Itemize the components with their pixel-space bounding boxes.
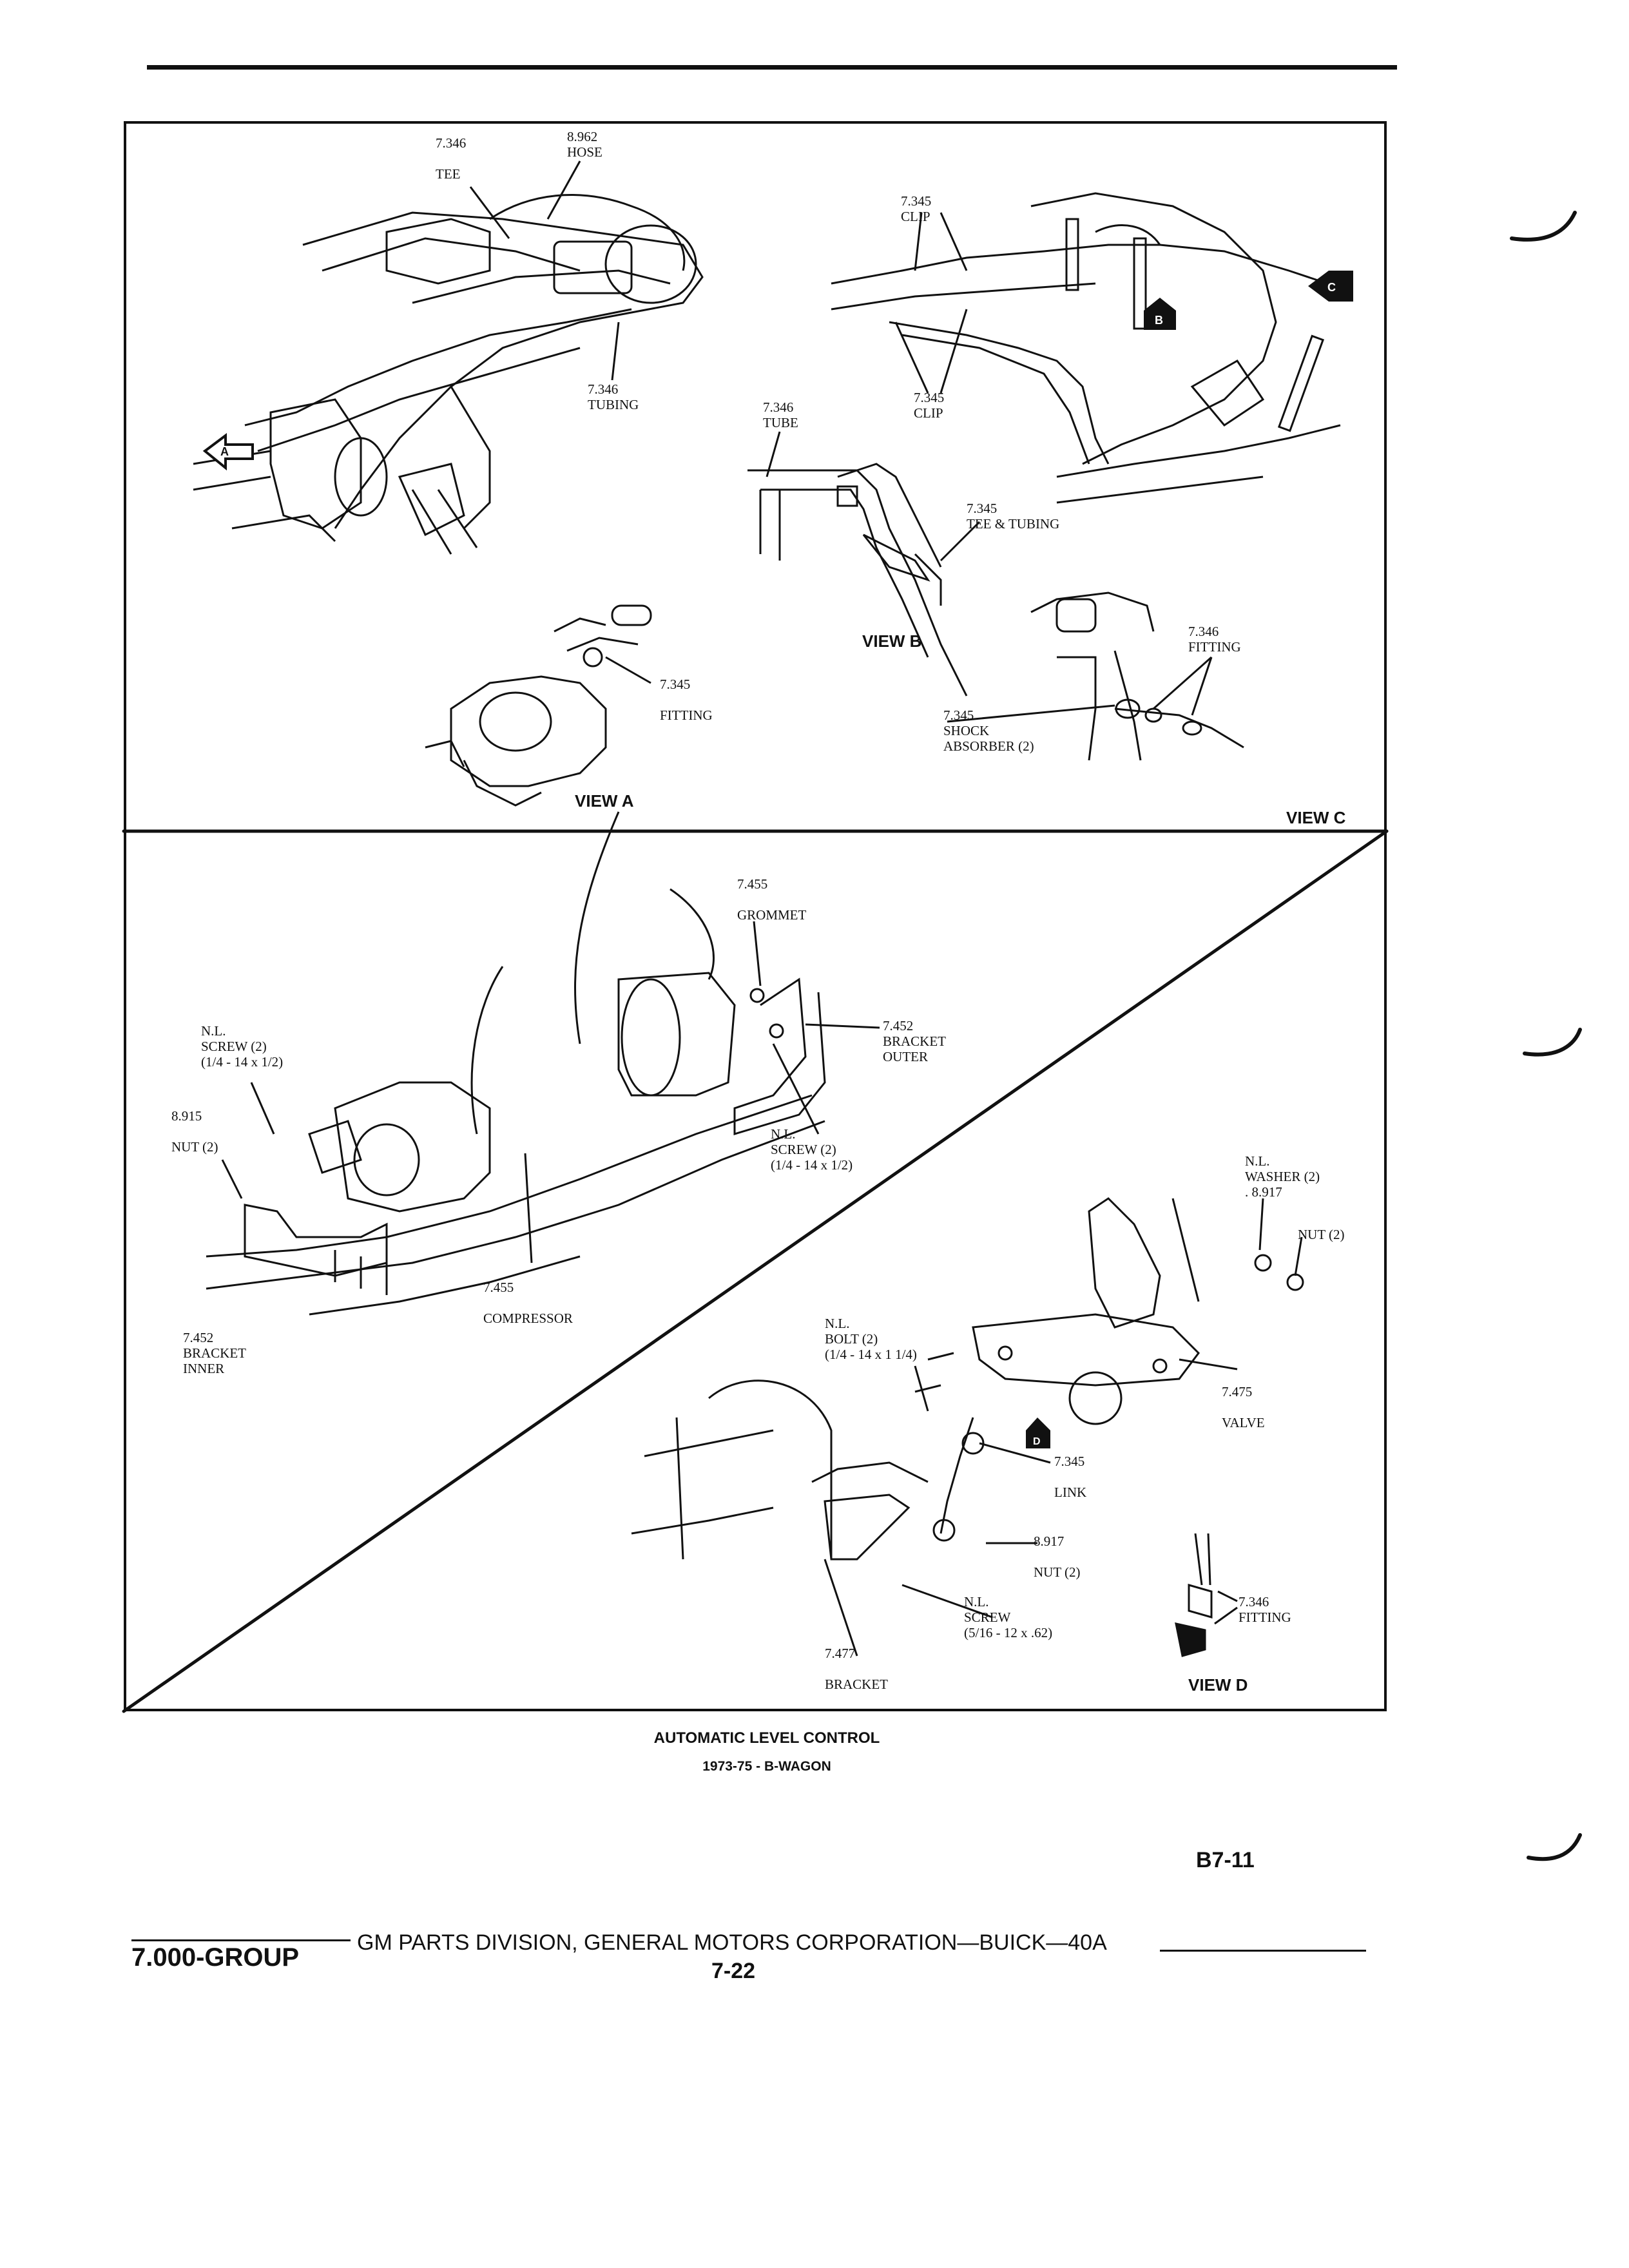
- svg-text:B: B: [1155, 314, 1163, 327]
- diagonal-divider: [122, 829, 1389, 1713]
- page-code: B7-11: [1196, 1848, 1255, 1872]
- callout-screw-d: N.L. SCREW (5/16 - 12 x .62): [964, 1594, 1053, 1640]
- svg-text:D: D: [1033, 1436, 1041, 1447]
- callout-clip-top: 7.345 CLIP: [901, 193, 932, 224]
- svg-text:C: C: [1327, 281, 1336, 294]
- footer-rule-right: [1160, 1950, 1366, 1952]
- height-valve-assembly: [631, 1197, 1304, 1561]
- figure-frame: [124, 121, 1387, 1711]
- footer-group: 7.000-GROUP: [131, 1943, 300, 1972]
- page-curl-marks: [1510, 211, 1582, 1861]
- svg-text:A: A: [220, 445, 229, 458]
- view-c-label: VIEW C: [1286, 808, 1346, 827]
- callout-washer: N.L. WASHER (2) . 8.917: [1245, 1153, 1320, 1200]
- callout-clip-mid: 7.345 CLIP: [914, 390, 945, 421]
- callout-shock-absorber: 7.345 SHOCK ABSORBER (2): [943, 707, 1034, 754]
- top-rule: [147, 65, 1397, 70]
- view-a-label: VIEW A: [575, 791, 634, 811]
- view-c-fitting: [1030, 591, 1244, 761]
- view-a-compressor: [425, 604, 652, 807]
- callout-grommet: 7.455 GROMMET: [737, 876, 807, 923]
- footer-page-number: 7-22: [711, 1959, 756, 1983]
- callout-bolt: N.L. BOLT (2) (1/4 - 14 x 1 1/4): [825, 1316, 917, 1362]
- callout-valve: 7.475 VALVE: [1222, 1384, 1265, 1430]
- callout-fitting-a: 7.345 FITTING: [660, 677, 713, 723]
- callout-bracket-d: 7.477 BRACKET: [825, 1646, 889, 1692]
- flag-c-icon: C: [1308, 271, 1353, 302]
- callout-nut-d: 8.917 NUT (2): [1034, 1533, 1081, 1580]
- callout-link: 7.345 LINK: [1054, 1454, 1087, 1500]
- callout-tee: 7.346 TEE: [436, 135, 467, 182]
- callout-nut-left: 8.915 NUT (2): [171, 1108, 218, 1155]
- view-d-label: VIEW D: [1188, 1675, 1248, 1695]
- figure-caption-subtitle: 1973-75 - B-WAGON: [702, 1759, 831, 1774]
- view-d-fitting: [1175, 1533, 1213, 1657]
- callout-screw-left: N.L. SCREW (2) (1/4 - 14 x 1/2): [201, 1023, 284, 1070]
- callout-compressor: 7.455 COMPRESSOR: [483, 1280, 573, 1326]
- callout-tee-tubing: 7.345 TEE & TUBING: [967, 501, 1060, 532]
- callout-hose: 8.962 HOSE: [567, 129, 602, 160]
- flag-b-icon: B: [1144, 298, 1176, 330]
- callout-bracket-outer: 7.452 BRACKET OUTER: [883, 1018, 947, 1064]
- leader-lines: [221, 160, 1303, 1657]
- figure-caption-title: AUTOMATIC LEVEL CONTROL: [653, 1729, 880, 1747]
- footer-division: GM PARTS DIVISION, GENERAL MOTORS CORPOR…: [357, 1930, 1107, 1955]
- rear-axle-assembly: [831, 192, 1341, 504]
- left-arrow-icon: A: [202, 433, 254, 471]
- view-b-tubes: [747, 463, 968, 697]
- tee-hose-assembly: [193, 194, 704, 555]
- callout-nut-right: NUT (2): [1298, 1227, 1345, 1242]
- compressor-assembly: [206, 811, 826, 1316]
- view-b-label: VIEW B: [862, 631, 922, 651]
- footer-rule-left: [131, 1939, 351, 1941]
- callout-fitting-c: 7.346 FITTING: [1188, 624, 1241, 655]
- callout-tube: 7.346 TUBE: [763, 399, 798, 430]
- callout-fitting-d: 7.346 FITTING: [1239, 1594, 1291, 1625]
- callout-tubing-top: 7.346 TUBING: [588, 381, 639, 412]
- callout-bracket-inner: 7.452 BRACKET INNER: [183, 1330, 247, 1376]
- flag-d-icon: D: [1026, 1418, 1050, 1448]
- callout-screw-mid: N.L. SCREW (2) (1/4 - 14 x 1/2): [771, 1126, 853, 1173]
